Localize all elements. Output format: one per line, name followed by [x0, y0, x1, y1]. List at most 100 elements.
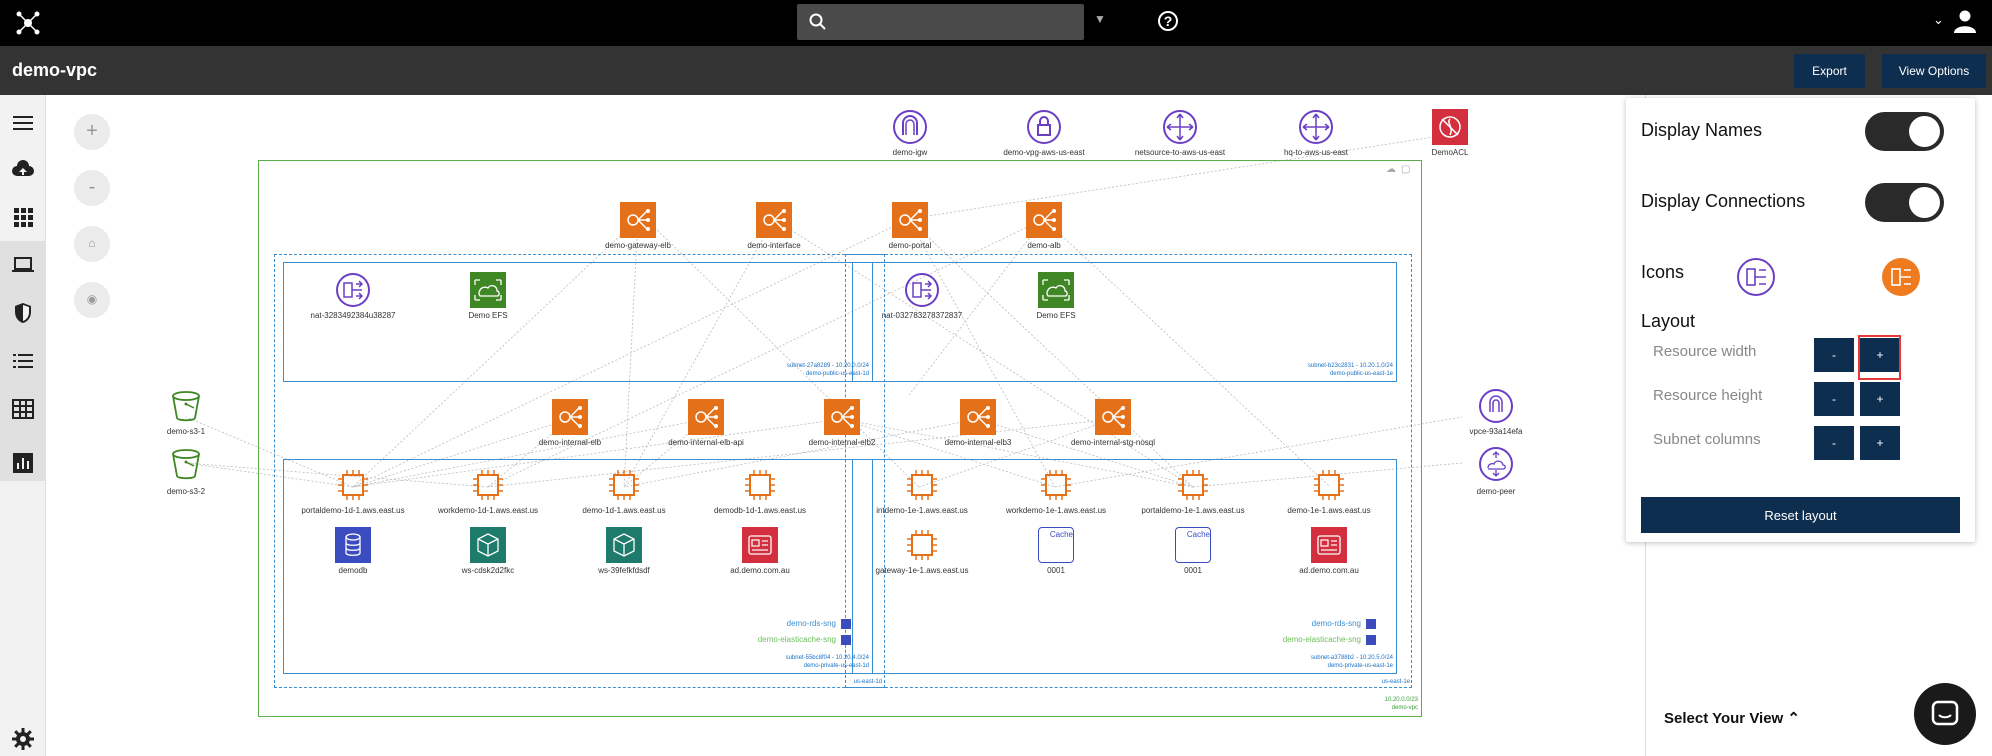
load-balancer-icon[interactable] — [892, 202, 928, 238]
filled-icon-style-option[interactable] — [1881, 257, 1921, 297]
workspace-icon[interactable] — [606, 527, 642, 563]
load-balancer-icon[interactable] — [688, 399, 724, 435]
cloud-upload-icon[interactable] — [11, 157, 35, 181]
resource-label: demodb-1d-1.aws.east.us — [713, 506, 807, 515]
reset-layout-button[interactable]: Reset layout — [1641, 497, 1960, 533]
load-balancer-icon[interactable] — [960, 399, 996, 435]
ec2-instance-icon[interactable] — [606, 467, 642, 503]
display-connections-toggle[interactable] — [1865, 183, 1944, 222]
ec2-instance-icon[interactable] — [470, 467, 506, 503]
zoom-out-button[interactable]: - — [74, 170, 110, 206]
gear-icon[interactable] — [11, 727, 35, 751]
vpc-endpoint-icon[interactable] — [1478, 388, 1514, 424]
view-options-button[interactable]: View Options — [1882, 54, 1986, 88]
layout-label: Layout — [1641, 311, 1696, 331]
load-balancer-icon[interactable] — [756, 202, 792, 238]
load-balancer-icon[interactable] — [620, 202, 656, 238]
subnet-columns-increase-button[interactable]: + — [1860, 426, 1900, 460]
laptop-icon[interactable] — [11, 253, 35, 277]
elasticache-node-icon[interactable]: Cache — [1038, 527, 1074, 563]
chevron-down-icon[interactable]: ⌄ — [1933, 12, 1944, 27]
nat-gateway-icon[interactable] — [335, 272, 371, 308]
select-view-toggle[interactable]: Select Your View ⌃ — [1664, 709, 1800, 727]
ec2-instance-icon[interactable] — [904, 467, 940, 503]
export-button[interactable]: Export — [1794, 54, 1865, 88]
search-input[interactable] — [797, 4, 1084, 40]
ec2-instance-icon[interactable] — [1038, 467, 1074, 503]
resource-label: DemoACL — [1431, 148, 1469, 157]
zoom-in-button[interactable]: + — [74, 114, 110, 150]
resource-height-increase-button[interactable]: + — [1860, 382, 1900, 416]
help-icon[interactable]: ? — [1158, 11, 1178, 31]
chevron-down-icon[interactable]: ▼ — [1094, 12, 1106, 26]
efs-icon[interactable] — [1038, 272, 1074, 308]
resource-label: demo-vpg-aws-us-east — [1003, 148, 1085, 157]
security-group-icon[interactable] — [841, 635, 851, 645]
efs-icon[interactable] — [470, 272, 506, 308]
resource-label: demo-internal-elb3 — [944, 438, 1012, 447]
s3-bucket-icon[interactable] — [168, 446, 204, 482]
security-group-icon[interactable] — [1366, 635, 1376, 645]
chevron-up-icon: ⌃ — [1787, 710, 1800, 727]
directory-service-icon[interactable] — [1311, 527, 1347, 563]
resource-label: demo-1e-1.aws.east.us — [1287, 506, 1371, 515]
table-icon[interactable] — [11, 397, 35, 421]
security-group-icon[interactable] — [841, 619, 851, 629]
subnet-name: demo-public-us-east-1e — [1329, 371, 1393, 377]
resource-width-increase-button[interactable]: + — [1860, 338, 1900, 372]
apps-grid-icon[interactable] — [11, 205, 35, 229]
security-group-icon[interactable] — [1366, 619, 1376, 629]
s3-bucket-icon[interactable] — [168, 388, 204, 424]
vpn-connection-icon[interactable] — [1298, 109, 1334, 145]
load-balancer-icon[interactable] — [1026, 202, 1062, 238]
elasticache-node-icon[interactable]: Cache — [1175, 527, 1211, 563]
chart-icon[interactable] — [11, 451, 35, 475]
ec2-instance-icon[interactable] — [335, 467, 371, 503]
display-connections-label: Display Connections — [1641, 191, 1806, 211]
resource-label: 0001 — [1184, 566, 1202, 575]
az-us-east-1d[interactable] — [274, 254, 885, 688]
menu-icon[interactable] — [11, 111, 35, 135]
workspace-icon[interactable] — [470, 527, 506, 563]
user-icon[interactable] — [1952, 8, 1978, 34]
vpn-connection-icon[interactable] — [1162, 109, 1198, 145]
ec2-instance-icon[interactable] — [904, 527, 940, 563]
az-label-1d: us-east-1d — [853, 679, 882, 685]
diagram-canvas[interactable]: ☁ ▢ 10.20.0.0/23 demo-vpc us-east-1d us-… — [46, 95, 1646, 756]
ec2-instance-icon[interactable] — [742, 467, 778, 503]
resource-label: ws-cdsk2d2fkc — [461, 566, 515, 575]
resource-height-decrease-button[interactable]: - — [1814, 382, 1854, 416]
vpc-container[interactable] — [258, 160, 1422, 717]
az-us-east-1e[interactable] — [845, 254, 1412, 688]
resource-width-decrease-button[interactable]: - — [1814, 338, 1854, 372]
security-group-label: demo-elasticache-sng — [1282, 635, 1361, 644]
vpc-name: demo-vpc — [1391, 705, 1418, 711]
chat-button[interactable] — [1914, 683, 1976, 745]
load-balancer-icon[interactable] — [1095, 399, 1131, 435]
subnet-private-1d[interactable] — [283, 459, 873, 674]
peering-icon[interactable] — [1478, 446, 1514, 482]
shield-icon[interactable] — [11, 301, 35, 325]
subnet-columns-decrease-button[interactable]: - — [1814, 426, 1854, 460]
display-names-toggle[interactable] — [1865, 112, 1944, 151]
search-icon — [809, 13, 826, 30]
network-acl-icon[interactable] — [1432, 109, 1468, 145]
focus-icon[interactable]: ◉ — [74, 282, 110, 318]
internet-gateway-icon[interactable] — [892, 109, 928, 145]
app-logo-icon[interactable] — [14, 10, 42, 36]
ec2-instance-icon[interactable] — [1311, 467, 1347, 503]
layout-icon[interactable]: ⌂ — [74, 226, 110, 262]
load-balancer-icon[interactable] — [552, 399, 588, 435]
subnet-private-1e[interactable] — [852, 459, 1397, 674]
ec2-instance-icon[interactable] — [1175, 467, 1211, 503]
subnet-public-1d[interactable] — [283, 262, 873, 382]
nat-gateway-icon[interactable] — [904, 272, 940, 308]
directory-service-icon[interactable] — [742, 527, 778, 563]
database-icon[interactable] — [335, 527, 371, 563]
outline-icon-style-option[interactable] — [1736, 257, 1776, 297]
load-balancer-icon[interactable] — [824, 399, 860, 435]
resource-label: Demo EFS — [468, 311, 508, 320]
subnet-public-1e[interactable] — [852, 262, 1397, 382]
vpn-gateway-icon[interactable] — [1026, 109, 1062, 145]
list-icon[interactable] — [11, 349, 35, 373]
